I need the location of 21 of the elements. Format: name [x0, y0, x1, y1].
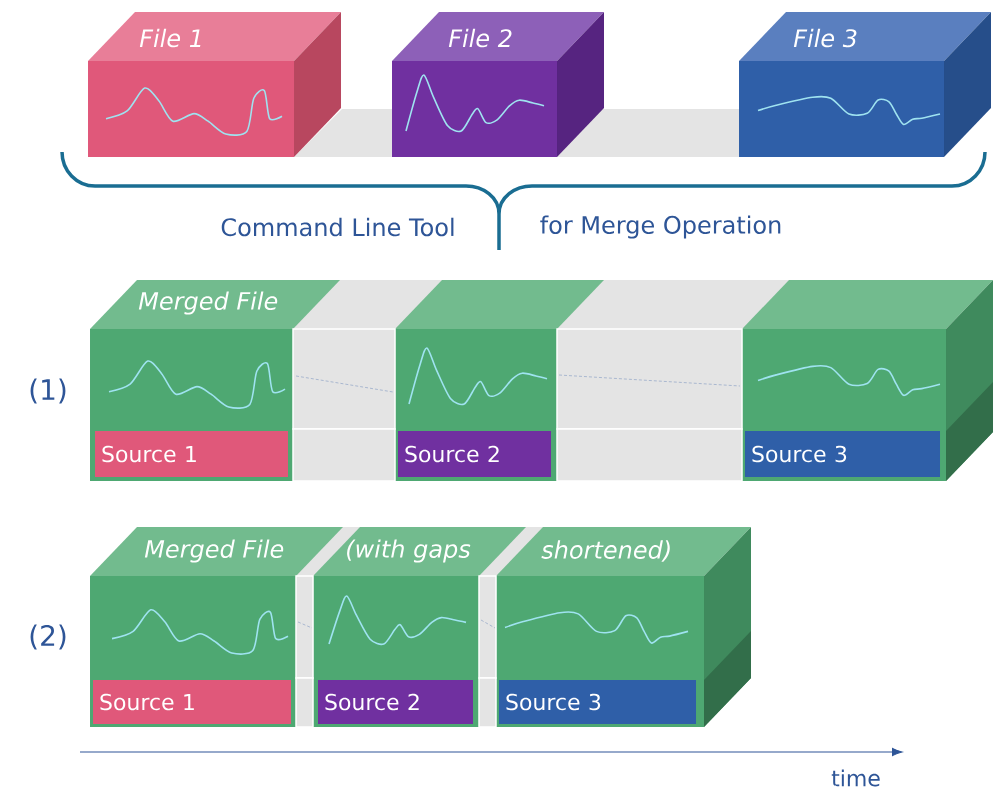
source-bar: Source 1	[93, 680, 291, 724]
row-number: (1)	[30, 378, 66, 404]
title-label: for Merge Operation	[540, 215, 781, 239]
node-label: shortened)	[541, 540, 670, 562]
node-label: File 1	[139, 28, 201, 48]
source-bar: Source 2	[318, 680, 473, 724]
node-label: File 3	[793, 28, 857, 48]
node-label: (with gaps	[347, 539, 471, 563]
source-bar: Source 1	[95, 431, 288, 477]
title-label: Command Line Tool	[221, 217, 454, 237]
data-block: File 2	[392, 12, 604, 157]
node-label: File 2	[448, 28, 512, 48]
source-bar: Source 3	[745, 431, 940, 477]
source-bar: Source 2	[398, 431, 551, 477]
data-block: File 1	[88, 12, 341, 157]
node-label: Merged File	[138, 291, 278, 315]
data-block: File 3	[739, 12, 991, 157]
source-bar: Source 3	[499, 680, 696, 724]
node-label: Merged File	[144, 539, 284, 563]
row-number: (2)	[30, 624, 66, 650]
axis-label: time	[831, 769, 880, 787]
